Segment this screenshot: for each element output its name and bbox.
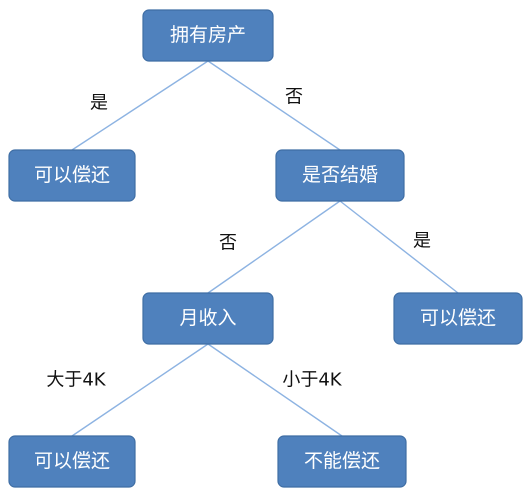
node-income: 月收入 bbox=[142, 292, 274, 345]
node-high-income-label: 可以偿还 bbox=[34, 450, 110, 472]
node-married-question-label: 是否结婚 bbox=[302, 164, 378, 186]
edge-married-to-yes-married bbox=[339, 200, 459, 294]
edge-label-income-low: 小于4K bbox=[282, 370, 342, 391]
node-yes-married-box bbox=[393, 292, 523, 345]
node-high-income: 可以偿还 bbox=[8, 435, 136, 488]
node-yes-house: 可以偿还 bbox=[8, 149, 136, 202]
edge-label-income-high: 大于4K bbox=[46, 370, 106, 391]
edge-income-to-high-income bbox=[71, 343, 209, 437]
node-income-label: 月收入 bbox=[179, 307, 236, 329]
edge-label-root-no: 否 bbox=[285, 87, 303, 108]
node-low-income-label: 不能偿还 bbox=[304, 450, 380, 472]
node-root: 拥有房产 bbox=[142, 9, 274, 62]
node-yes-married: 可以偿还 bbox=[393, 292, 523, 345]
edge-income-to-low-income bbox=[207, 343, 343, 437]
node-low-income-box bbox=[277, 435, 407, 488]
node-root-label: 拥有房产 bbox=[170, 24, 246, 46]
edge-married-to-income bbox=[207, 200, 341, 294]
node-yes-house-box bbox=[8, 149, 136, 202]
edge-label-married-yes: 是 bbox=[413, 231, 431, 252]
node-yes-house-label: 可以偿还 bbox=[34, 164, 110, 186]
edge-root-to-yes-house bbox=[71, 60, 209, 151]
node-high-income-box bbox=[8, 435, 136, 488]
node-married-question: 是否结婚 bbox=[275, 149, 405, 202]
node-married-question-box bbox=[275, 149, 405, 202]
node-income-box bbox=[142, 292, 274, 345]
edge-labels: 是 否 否 是 大于4K 小于4K bbox=[46, 87, 431, 391]
node-root-box bbox=[142, 9, 274, 62]
node-yes-married-label: 可以偿还 bbox=[420, 307, 496, 329]
edge-root-to-married-question bbox=[207, 60, 341, 151]
edge-label-married-no: 否 bbox=[219, 233, 237, 254]
edge-label-root-yes: 是 bbox=[90, 93, 108, 114]
edges bbox=[71, 60, 459, 437]
node-low-income: 不能偿还 bbox=[277, 435, 407, 488]
